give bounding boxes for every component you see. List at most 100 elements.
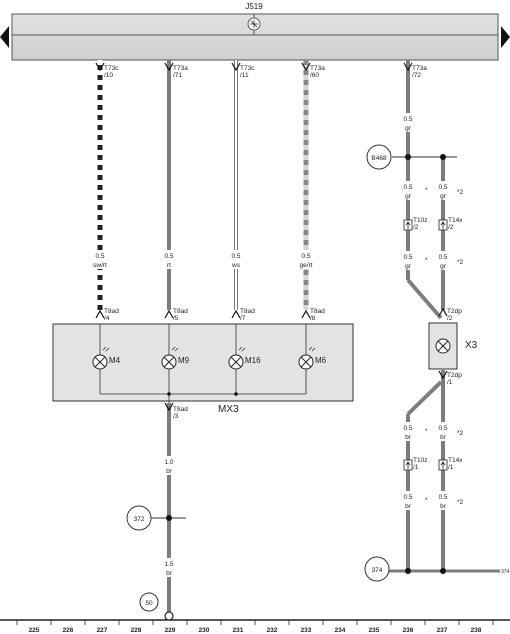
wire-color: rt (167, 262, 171, 269)
grid-number: 227 (97, 627, 108, 634)
lamp-label: M6 (315, 356, 327, 365)
connector-pin: /72 (412, 72, 421, 79)
connector-pin: /1 (448, 464, 454, 471)
connector-label: T8ad (310, 308, 325, 315)
connector-label: T73a (310, 65, 325, 72)
reference-label: B468 (371, 155, 387, 162)
connector-pin: /8 (310, 315, 316, 322)
wire-size: 0.5 (403, 425, 412, 432)
wire-color: gr (405, 263, 412, 270)
connector-pin: /2 (447, 315, 453, 322)
wire-color: gr (405, 193, 412, 200)
connector-label: T8ad (240, 308, 255, 315)
connector-label: T73c (104, 65, 119, 72)
grid-number: 234 (335, 627, 346, 634)
reference-b468 (366, 144, 392, 170)
connector-pin: /1 (447, 379, 453, 386)
connector-label: T10z (413, 217, 427, 224)
connector-pin: /60 (310, 72, 319, 79)
connector-pin: /1 (413, 464, 419, 471)
connector-pin: /2 (448, 224, 454, 231)
right-connectors: T10z /2 T14x /2 T10z /1 T14x /1 (403, 217, 463, 471)
reference-label: 50 (145, 600, 153, 607)
grid-number: 230 (199, 627, 210, 634)
left-continuation-arrow-icon (0, 26, 9, 48)
wire-labels-left: 0.5 sw/rt 0.5 rt 0.5 ws 0.5 ge/rt (89, 250, 317, 269)
ground-rail: 225 226 227 228 229 230 231 232 233 234 … (0, 611, 510, 634)
connector-pin: /10 (104, 72, 113, 79)
notes: * *2 * *2 * *2 * *2 (425, 187, 464, 506)
upper-connector-arrows (95, 62, 413, 72)
module-connector-labels: T8ad /4 T8ad /5 T8ad /7 T8ad /8 T8ad /3 (104, 308, 325, 420)
wire-labels-right-brown: 0.5 br 0.5 br 0.5 br 0.5 br (399, 422, 452, 510)
wire-color: br (405, 503, 412, 510)
wire-color: gr (405, 125, 412, 132)
lamp-label: M9 (178, 356, 190, 365)
note-mark: *2 (457, 259, 464, 266)
connector-label: T8ad (173, 308, 188, 315)
connector-label: T8ad (104, 308, 119, 315)
connector-pin: /2 (413, 224, 419, 231)
note-asterisk: * (425, 257, 428, 264)
control-unit-j519: J519 (0, 2, 510, 61)
lamp-x3-icon (435, 338, 451, 354)
right-continuation-arrow-icon (501, 26, 510, 48)
note-mark: *2 (457, 430, 464, 437)
reference-372 (126, 505, 152, 531)
connector-label: T2dp (447, 372, 462, 379)
wire-color: br (166, 570, 173, 577)
lamp-x3: T2dp /2 X3 T2dp /1 (428, 307, 478, 386)
note-asterisk: * (425, 497, 428, 504)
wire-color: gr (440, 193, 447, 200)
wire-size: 1.5 (164, 561, 173, 568)
connector-label: T73a (412, 65, 427, 72)
connector-label: T2dp (447, 308, 462, 315)
grid-number: 226 (63, 627, 74, 634)
edge-reference: 374 (501, 569, 510, 575)
grid-number: 238 (471, 627, 482, 634)
grid-number: 236 (403, 627, 414, 634)
wire-size: 0.5 (438, 254, 447, 261)
lamp-m6-icon (298, 346, 316, 370)
wire-size: 0.5 (403, 494, 412, 501)
wire-size: 0.5 (438, 494, 447, 501)
reference-label: 372 (134, 516, 145, 523)
wire-size: 0.5 (438, 425, 447, 432)
wire-color: br (440, 503, 447, 510)
lamp-m9-icon (161, 346, 179, 370)
connector-pin: /3 (173, 413, 179, 420)
reference-374 (364, 556, 390, 582)
note-asterisk: * (425, 428, 428, 435)
grid-number: 229 (165, 627, 176, 634)
lamp-x3-label: X3 (465, 340, 478, 351)
note-mark: *2 (457, 499, 464, 506)
wire-size: 0.5 (403, 254, 412, 261)
lamp-label: M4 (109, 356, 121, 365)
connector-label: T73a (173, 65, 188, 72)
note-asterisk: * (425, 187, 428, 194)
connector-label: T73c (240, 65, 255, 72)
grid-number: 232 (267, 627, 278, 634)
wire-labels-right-gray: 0.5 gr 0.5 gr 0.5 gr 0.5 gr 0.5 gr (399, 113, 452, 270)
wire-color: ge/rt (299, 262, 312, 269)
wire-size: 1.0 (164, 459, 173, 466)
module-mx3: M4 M9 M16 M6 MX3 (52, 323, 354, 415)
module-label: MX3 (218, 404, 239, 415)
connector-label: T14x (448, 217, 463, 224)
wire-color: br (440, 434, 447, 441)
lamp-m4-icon (92, 346, 110, 370)
control-unit-label: J519 (245, 2, 263, 11)
grid-number: 235 (369, 627, 380, 634)
connector-pin: /5 (173, 315, 179, 322)
wire-color: gr (440, 263, 447, 270)
wire-size: 0.5 (95, 253, 104, 260)
reference-50 (139, 592, 159, 612)
grid-number: 231 (233, 627, 244, 634)
wire-size: 0.5 (301, 253, 310, 260)
wire-color: sw/rt (93, 262, 107, 269)
module-connector-arrows (95, 309, 311, 412)
connector-label: T8ad (173, 406, 188, 413)
grid-numbers: 225 226 227 228 229 230 231 232 233 234 … (29, 627, 482, 634)
connector-pin: /7 (240, 315, 246, 322)
